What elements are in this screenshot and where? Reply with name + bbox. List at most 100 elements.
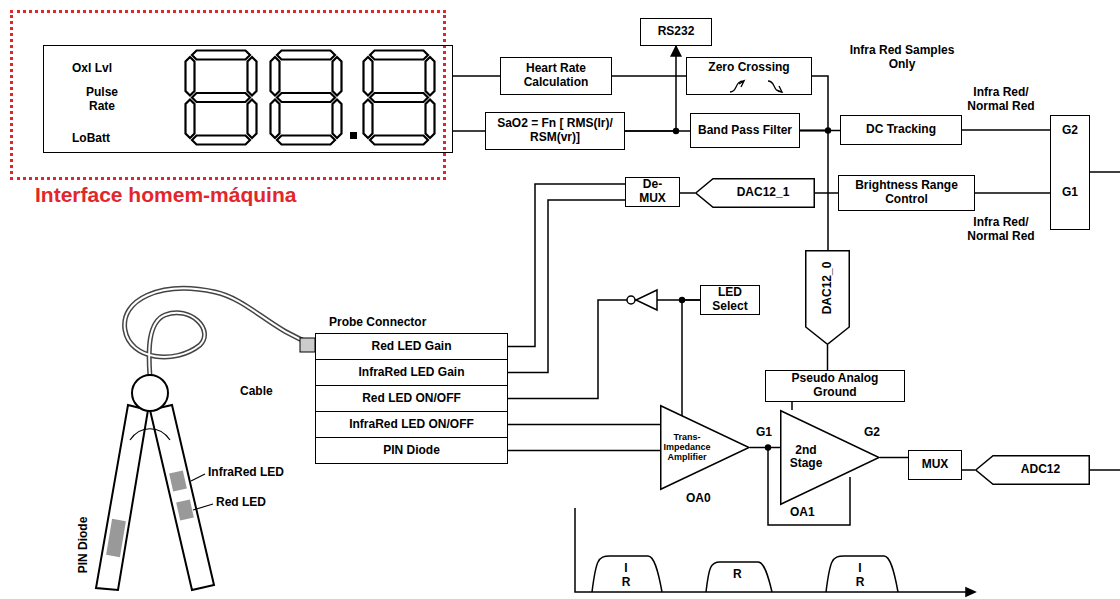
waveform-plot	[575, 508, 975, 596]
amplifier-symbol: Trans- Impedance AmplifierOA0	[660, 405, 750, 490]
display-segment	[370, 93, 428, 102]
connector-group: Probe ConnectorRed LED GainInfraRed LED …	[315, 333, 508, 464]
signal-note: Infra Red/ Normal Red	[955, 216, 1047, 244]
part-label: Red LED	[216, 496, 266, 510]
part-label: InfraRed LED	[208, 466, 284, 480]
node-label: DC Tracking	[866, 123, 936, 137]
adc-block: ADC12	[975, 455, 1090, 485]
node-label: Heart Rate Calculation	[505, 62, 607, 90]
display-segment	[192, 51, 250, 60]
signal-connector	[962, 469, 975, 471]
node-sublabel: OA0	[686, 492, 711, 506]
node-label: SaO2 = Fn [ RMS(Ir)/ RSM(vr)]	[490, 117, 620, 145]
node-sublabel: OA1	[790, 506, 815, 520]
seven-segment-display	[186, 51, 435, 145]
decimal-point	[350, 132, 357, 139]
signal-connector	[508, 300, 700, 399]
signal-connector	[625, 46, 676, 131]
node-label: Oxl Lvl	[72, 62, 112, 76]
display-segment	[271, 57, 280, 96]
waveform-label: R	[733, 568, 742, 582]
signal-connector	[508, 200, 625, 373]
signal-connector	[791, 402, 793, 410]
process-box: Zero Crossing	[686, 57, 812, 95]
waveform-label: I R	[855, 562, 865, 590]
node-label: DAC12_0	[821, 262, 835, 315]
part-label: Cable	[240, 385, 273, 399]
display-segment	[426, 100, 435, 139]
node-label: De- MUX	[630, 178, 675, 206]
inverter-symbol	[627, 290, 657, 310]
dac-block-outline	[696, 179, 815, 208]
probe-illustration	[96, 288, 315, 590]
display-segment	[186, 100, 195, 139]
signal-connector	[508, 300, 700, 425]
node-label: DAC12_1	[717, 186, 809, 200]
dac-block: DAC12_1	[695, 178, 815, 208]
signal-connector	[453, 130, 485, 132]
signal-connector	[800, 76, 828, 131]
node-label: Pseudo Analog Ground	[770, 372, 900, 400]
node-label: ADC12	[997, 463, 1084, 477]
signal-note: Infra Red/ Normal Red	[955, 86, 1047, 114]
mux-box: MUX	[908, 450, 962, 480]
display-segment	[277, 136, 335, 145]
node-label: InfraRed LED Gain	[358, 366, 464, 380]
signal-connector	[612, 75, 686, 77]
signal-connector	[880, 457, 908, 459]
gain-label: G1	[756, 426, 772, 440]
process-box: DC Tracking	[840, 115, 962, 145]
node-label: Red LED ON/OFF	[362, 392, 461, 406]
adc-block-outline	[976, 456, 1090, 485]
waveform-label: I R	[621, 562, 631, 590]
node-label: Probe Connector	[329, 316, 426, 330]
process-box: Brightness Range Control	[838, 175, 975, 211]
zero-crossing-symbol	[730, 81, 782, 92]
gain-label: G2	[864, 426, 880, 440]
process-box: Heart Rate Calculation	[500, 57, 612, 95]
node-label: Red LED Gain	[371, 340, 451, 354]
node-label: Band Pass Filter	[698, 124, 792, 138]
signal-connector	[975, 192, 1050, 194]
connector-pin: Red LED ON/OFF	[315, 385, 508, 412]
gain-select-box: G2G1	[1050, 115, 1090, 230]
node-label: Zero Crossing	[708, 61, 789, 75]
display-segment	[364, 57, 373, 96]
node-label: G2	[1051, 124, 1089, 138]
connector-pin: PIN Diode	[315, 437, 508, 464]
node-label: RS232	[658, 25, 695, 39]
reference-box: Pseudo Analog Ground	[765, 370, 905, 402]
display-segment	[192, 93, 250, 102]
signal-connector	[815, 192, 838, 194]
display-segment	[364, 100, 373, 139]
part-label: PIN Diode	[77, 517, 91, 574]
formula-box: SaO2 = Fn [ RMS(Ir)/ RSM(vr)]	[485, 112, 625, 150]
signal-connector	[453, 75, 500, 77]
display-segment	[277, 93, 335, 102]
display-segment	[186, 57, 195, 96]
node-label: Brightness Range Control	[843, 179, 970, 207]
node-label: LED Select	[705, 286, 755, 314]
node-sublabel: LoBatt	[72, 132, 110, 146]
demux-box: De- MUX	[625, 177, 680, 207]
display-segment	[271, 100, 280, 139]
connector-pin: InfraRed LED Gain	[315, 359, 508, 386]
display-segment	[333, 57, 342, 96]
connector-pin: InfraRed LED ON/OFF	[315, 411, 508, 438]
node-label: InfraRed LED ON/OFF	[349, 418, 474, 432]
display-panel: Oxl LvlPulse RateLoBatt	[43, 45, 453, 153]
display-segment	[426, 57, 435, 96]
node-sublabel: Pulse Rate	[76, 86, 128, 114]
display-segment	[248, 57, 257, 96]
node-label: Interface homem-máquina	[35, 183, 296, 207]
node-label: 2nd Stage	[784, 444, 828, 472]
select-box: LED Select	[700, 285, 760, 315]
dac-block-outline	[806, 251, 850, 345]
display-segment	[248, 100, 257, 139]
amplifier-symbol-outline	[781, 411, 879, 505]
signal-note: Infra Red Samples Only	[846, 44, 958, 72]
display-segment	[192, 136, 250, 145]
signal-connector	[508, 450, 660, 452]
dac-block: DAC12_0	[805, 250, 850, 345]
signal-connector	[508, 184, 625, 347]
